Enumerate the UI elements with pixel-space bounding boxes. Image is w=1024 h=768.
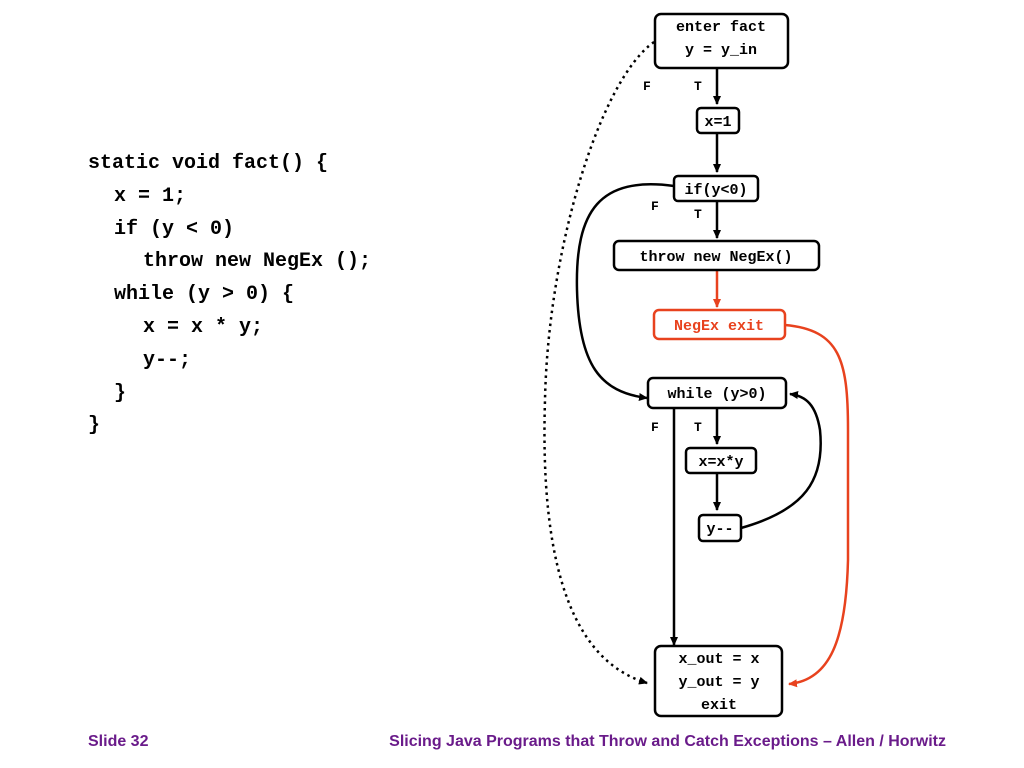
svg-text:throw new NegEx(): throw new NegEx() — [639, 249, 792, 266]
code-line: } — [88, 414, 101, 438]
code-line: while (y > 0) { — [114, 283, 295, 307]
node-if: if(y<0) — [672, 174, 760, 203]
node-enter: enter fact y = y_in — [653, 12, 790, 70]
edge-label-if-false: F — [651, 199, 659, 214]
svg-text:if(y<0): if(y<0) — [684, 182, 747, 199]
edge-enter-to-exit-dotted — [543, 40, 655, 685]
svg-text:x=1: x=1 — [704, 114, 731, 131]
code-line: x = x * y; — [143, 315, 264, 339]
node-negex-exit: NegEx exit — [652, 308, 787, 341]
edge-negex-exit-to-exit — [784, 323, 850, 688]
code-line: throw new NegEx (); — [143, 250, 372, 274]
node-y-decrement: y-- — [697, 513, 743, 543]
svg-text:enter fact: enter fact — [676, 19, 766, 36]
svg-text:x=x*y: x=x*y — [698, 454, 743, 471]
svg-text:y = y_in: y = y_in — [685, 42, 757, 59]
node-x-equals-1: x=1 — [695, 106, 741, 135]
edge-label-while-true: T — [694, 420, 702, 435]
edge-label-enter-false: F — [643, 79, 651, 94]
code-line: } — [114, 381, 127, 405]
edge-label-while-false: F — [651, 420, 659, 435]
slide-footer-title: Slicing Java Programs that Throw and Cat… — [389, 733, 946, 750]
node-while: while (y>0) — [646, 376, 788, 410]
svg-text:NegEx exit: NegEx exit — [674, 318, 764, 335]
svg-text:exit: exit — [701, 697, 737, 714]
node-exit: x_out = x y_out = y exit — [653, 644, 784, 718]
edge-label-if-true: T — [694, 207, 702, 222]
svg-text:y_out = y: y_out = y — [678, 674, 759, 691]
node-throw: throw new NegEx() — [612, 239, 821, 272]
code-line: x = 1; — [114, 184, 187, 208]
svg-text:x_out = x: x_out = x — [678, 651, 759, 668]
code-line: y--; — [143, 348, 192, 372]
svg-text:while (y>0): while (y>0) — [667, 386, 766, 403]
edge-if-false-to-while — [575, 183, 675, 401]
code-line: if (y < 0) — [114, 217, 235, 241]
slide-number: Slide 32 — [88, 733, 149, 750]
source-code: static void fact() { x = 1; if (y < 0) t… — [88, 148, 371, 443]
edge-label-enter-true: T — [694, 79, 702, 94]
node-x-mul-y: x=x*y — [684, 446, 758, 475]
edge-ydec-back-to-while — [740, 391, 822, 530]
svg-text:y--: y-- — [706, 521, 733, 538]
code-line: static void fact() { — [88, 152, 329, 175]
